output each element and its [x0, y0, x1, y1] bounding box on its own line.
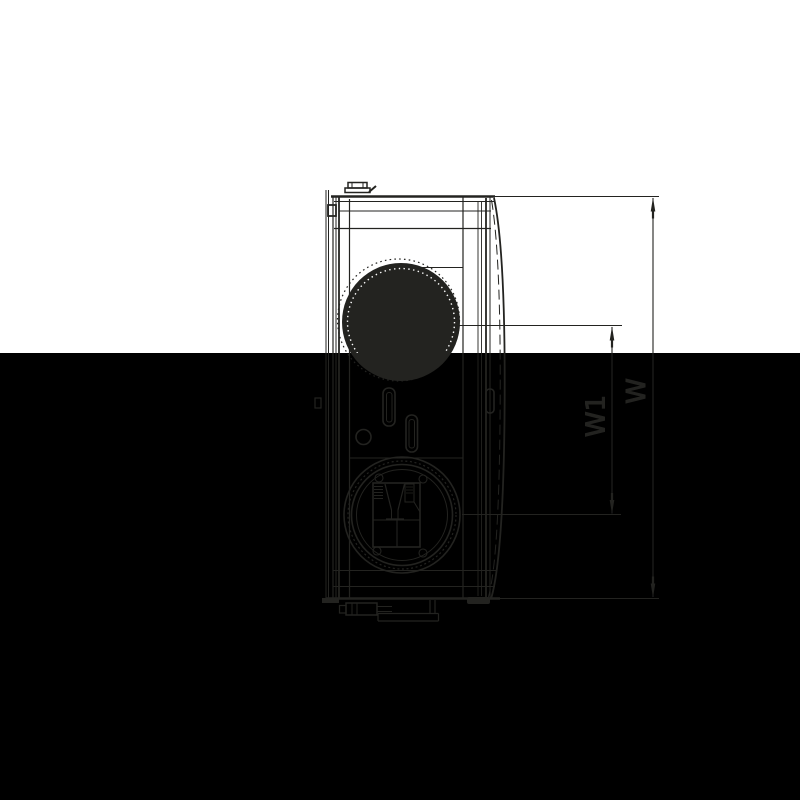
- flange-screw: [418, 548, 428, 558]
- foot-right: [467, 597, 490, 604]
- w1-dimension-label: W1: [582, 395, 612, 437]
- flange-outer-ring: [343, 456, 461, 574]
- mid-section-details: [350, 387, 463, 459]
- front-cover-handle: [485, 388, 495, 414]
- flange-screw: [374, 473, 384, 483]
- bottom-pipe-fitting: [338, 602, 392, 616]
- rear-panel-lines: [314, 190, 351, 598]
- dimension-w: W: [495, 196, 659, 599]
- unit-bottom: [322, 570, 500, 622]
- flange-screw: [418, 474, 428, 484]
- device-body-outline: [314, 181, 622, 600]
- top-seam-lines: [331, 195, 495, 230]
- flange-dotted-ring: [347, 460, 457, 570]
- fan-filled-disc: [342, 263, 460, 381]
- front-cover-curve: [485, 197, 506, 600]
- w-arrow-down: [650, 583, 656, 598]
- w1-arrow-up: [609, 326, 615, 341]
- front-panel-lines: [462, 197, 491, 598]
- top-fitting: [344, 181, 377, 194]
- rear-bracket: [314, 397, 322, 409]
- flange-inner-component: [372, 482, 421, 548]
- fan-disc: [336, 258, 461, 382]
- w-dimension-label: W: [622, 378, 652, 404]
- vent-slot-upper: [382, 387, 396, 427]
- side-port-circle: [355, 428, 372, 446]
- flange-assembly: [343, 456, 461, 574]
- rear-mounting-clip: [327, 204, 337, 217]
- w-arrow-up: [650, 197, 656, 212]
- w1-arrow-down: [609, 500, 615, 514]
- dimension-w1: W1: [462, 326, 621, 516]
- bottom-bracket: [377, 600, 440, 622]
- vent-slot-lower: [405, 414, 419, 453]
- background-lower-black: [0, 353, 800, 800]
- foot-left: [322, 598, 339, 603]
- fan-inner-dotted-ring: [346, 267, 456, 353]
